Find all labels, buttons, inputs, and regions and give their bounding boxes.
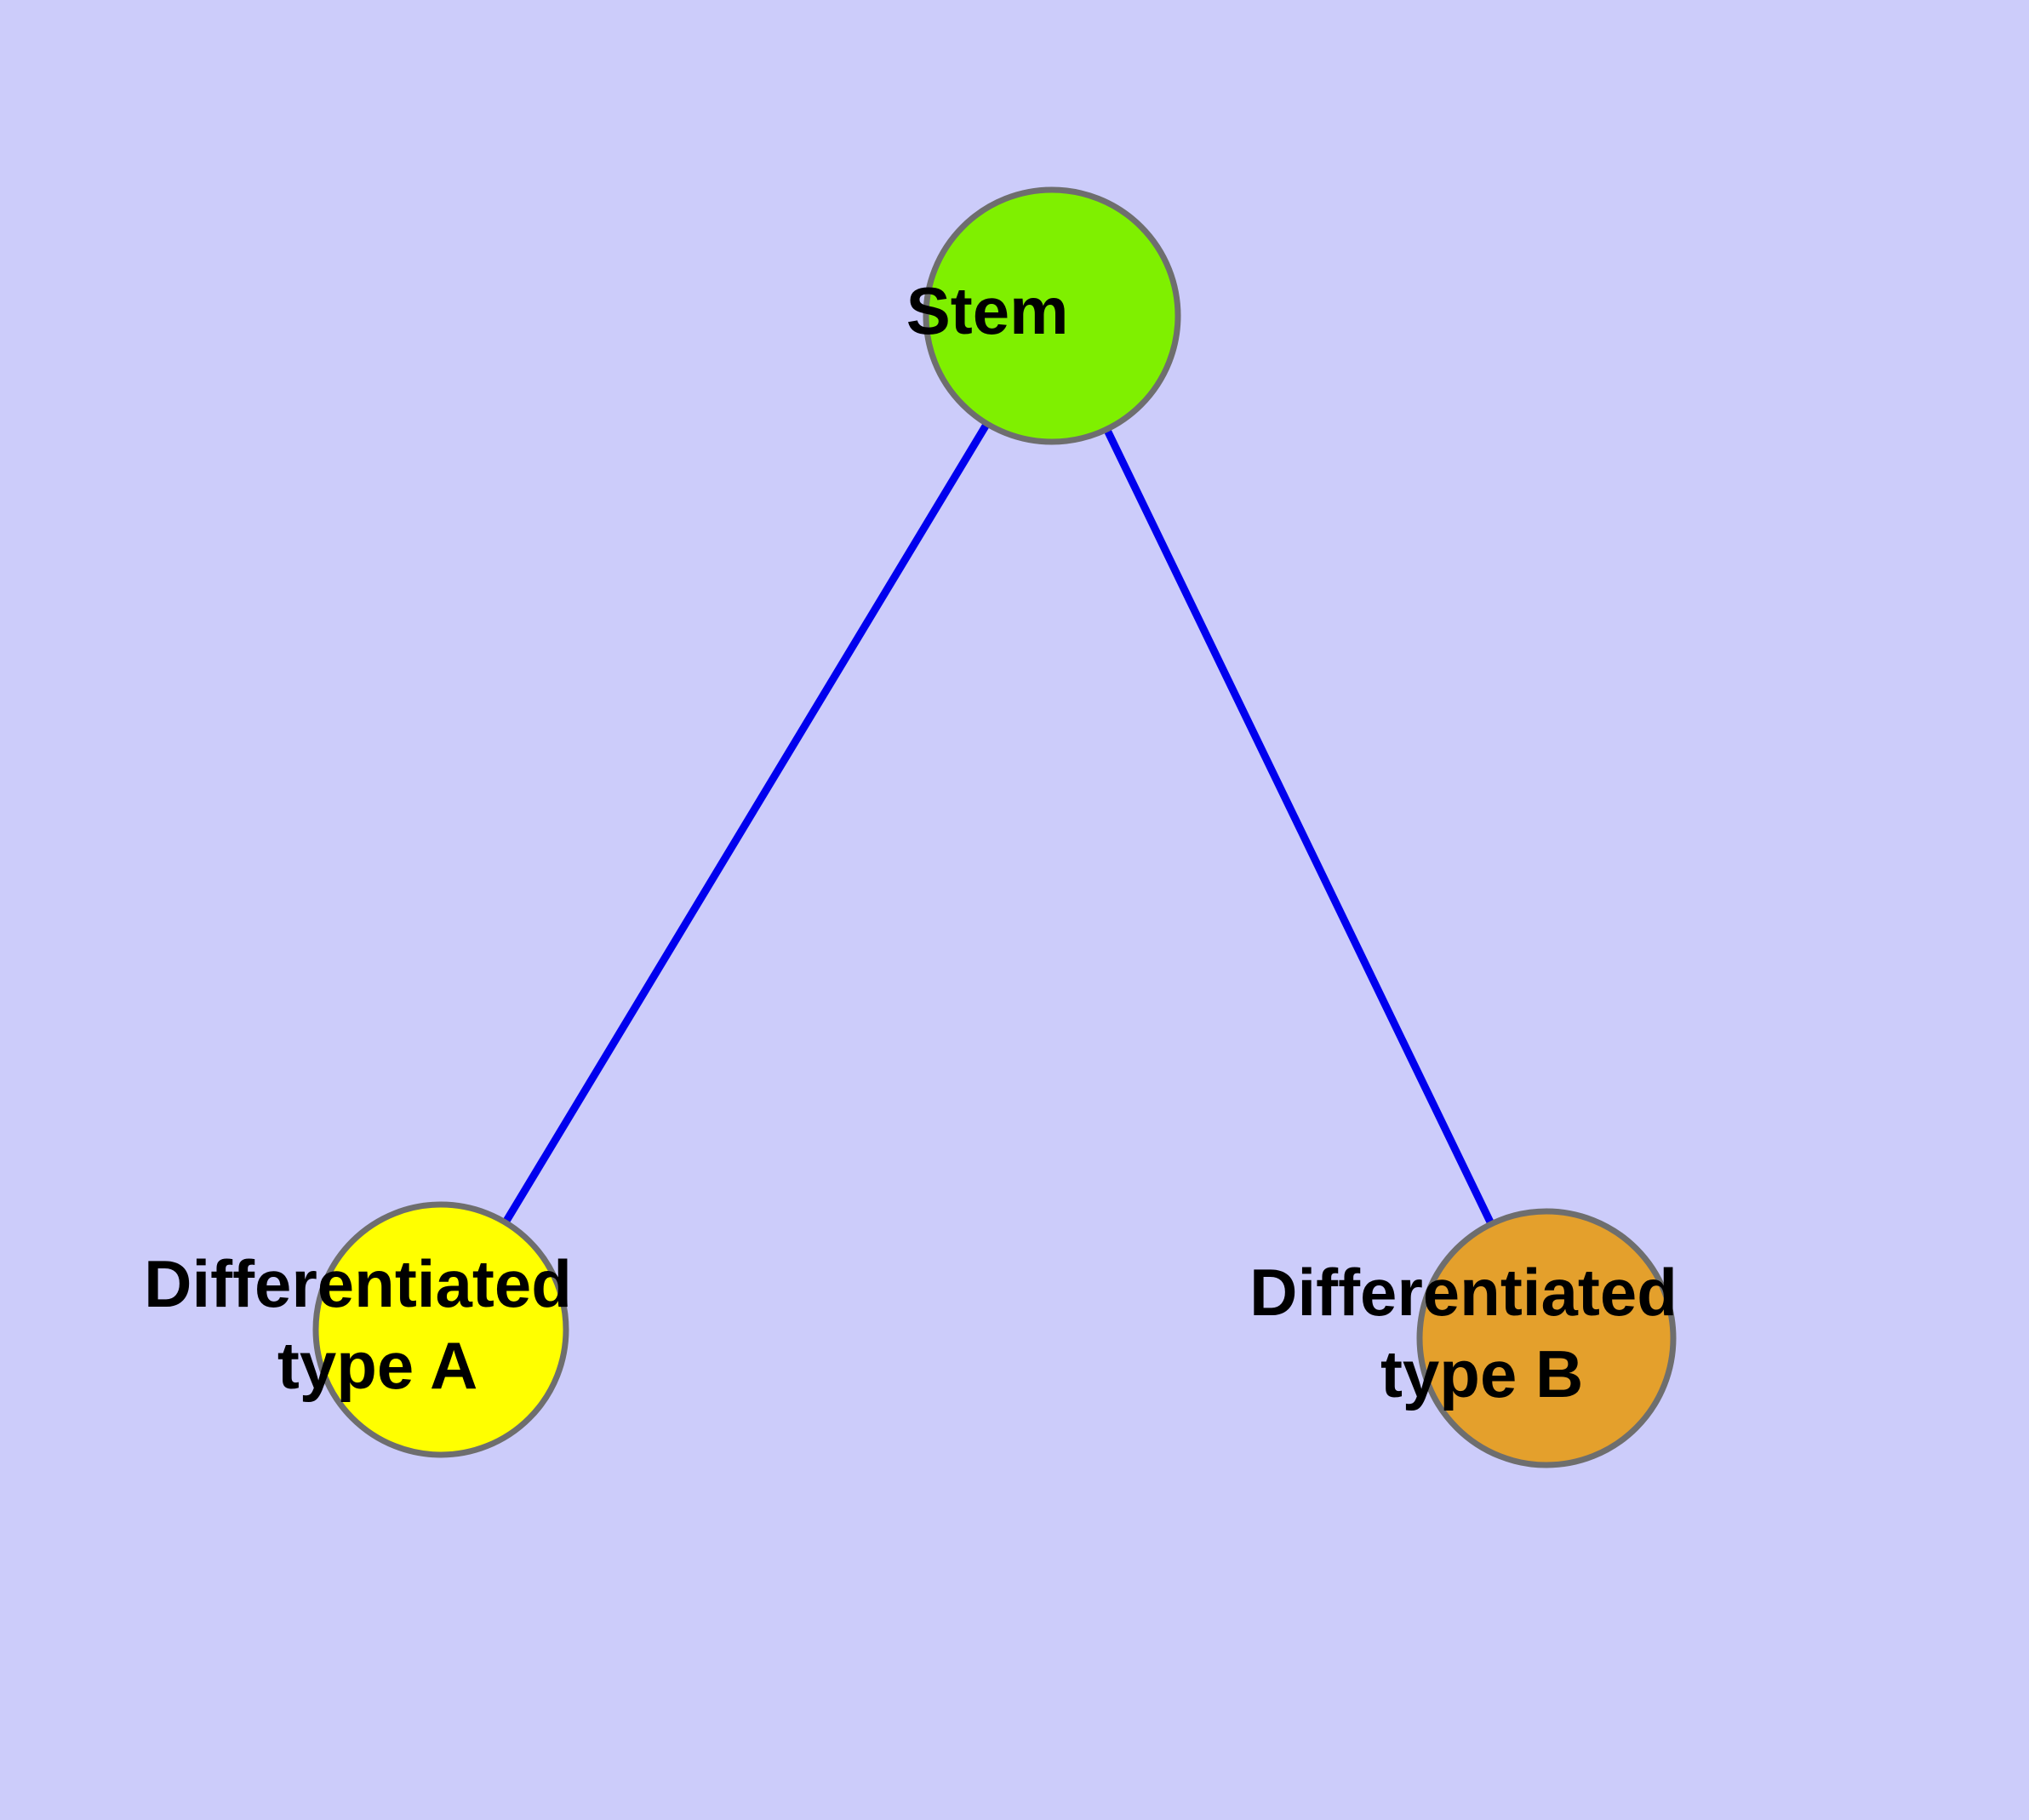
node-differentiated-type-a[interactable] [312, 1201, 569, 1458]
node-differentiated-type-a-label-line-1: Differentiated [144, 1246, 572, 1321]
node-stem-label-line-1: Stem [906, 273, 1069, 348]
node-differentiated-type-b[interactable] [1416, 1208, 1677, 1468]
nodes-layer [312, 186, 1677, 1468]
node-differentiated-type-a-label: Differentiated type A [144, 1246, 738, 1403]
labels-layer: Stem Differentiated type A Differentiate… [144, 273, 1843, 1411]
node-differentiated-type-a-label-line-2: type A [277, 1328, 477, 1403]
edges-layer [502, 421, 1495, 1226]
edge-stem-to-differentiated-type-a[interactable] [502, 421, 991, 1225]
node-differentiated-type-b-label: Differentiated type B [1249, 1255, 1843, 1411]
node-stem-circle[interactable] [923, 186, 1181, 445]
node-differentiated-type-b-circle[interactable] [1416, 1208, 1677, 1468]
node-differentiated-type-b-label-line-1: Differentiated [1249, 1255, 1677, 1330]
node-differentiated-type-b-label-line-2: type B [1380, 1336, 1583, 1411]
node-stem-label: Stem [906, 273, 1197, 348]
edge-stem-to-differentiated-type-b[interactable] [1103, 427, 1495, 1226]
node-stem[interactable] [923, 186, 1181, 445]
node-differentiated-type-a-circle[interactable] [312, 1201, 569, 1458]
